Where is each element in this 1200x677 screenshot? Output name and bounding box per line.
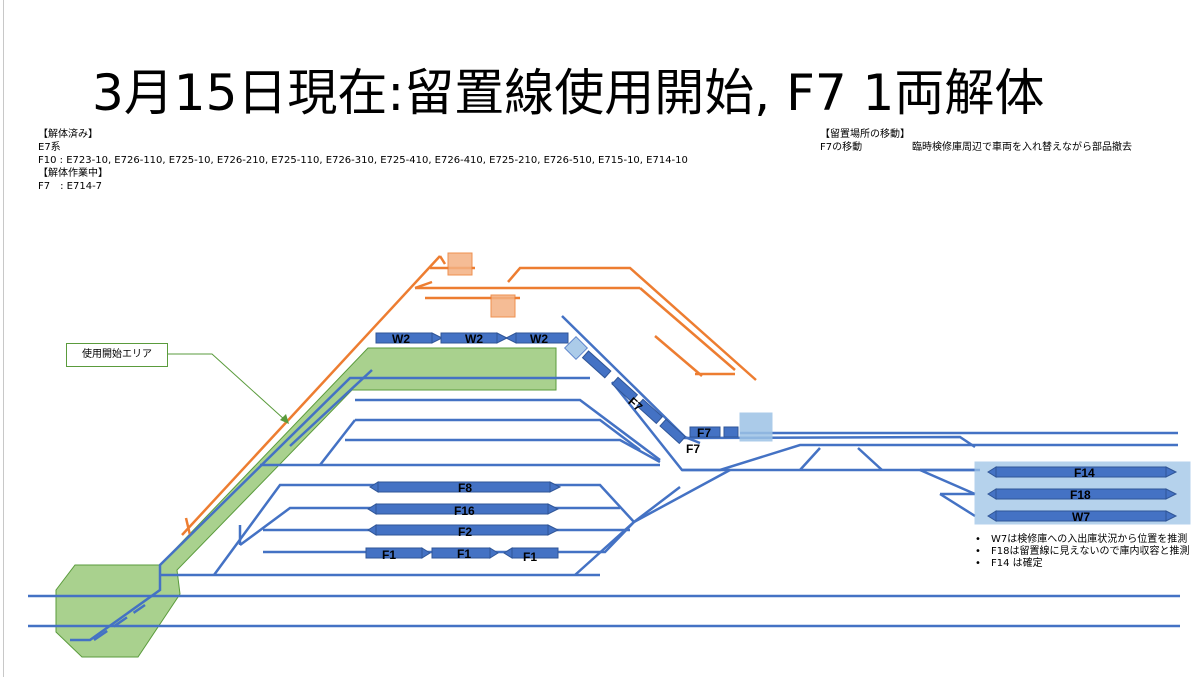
- label-f7-track: F7: [686, 442, 700, 456]
- train-f14: [987, 466, 1178, 478]
- label-f1c: F1: [523, 550, 537, 564]
- note-text: W7は検修庫への入出庫状況から位置を推測: [991, 534, 1188, 545]
- dismantled-f10: F10 : E723-10, E726-110, E725-10, E726-2…: [38, 155, 688, 166]
- label-w2c: W2: [530, 332, 548, 346]
- train-f8: [369, 481, 562, 493]
- train-w7: [987, 510, 1178, 522]
- blue-box-f7: [739, 412, 773, 442]
- callout-leader: [167, 353, 286, 421]
- dismantled-heading: 【解体済み】: [38, 129, 98, 140]
- train-f1: [365, 547, 559, 559]
- label-w2a: W2: [392, 332, 410, 346]
- callout-usage-area: 使用開始エリア: [66, 343, 168, 367]
- relocation-desc: 臨時検修庫周辺で車両を入れ替えながら部品撤去: [912, 142, 1132, 153]
- note-item: • F18は留置線に見えないので庫内収容と推測: [975, 546, 1189, 558]
- train-f7-short: [689, 426, 739, 438]
- label-f14: F14: [1074, 466, 1095, 480]
- note-text: F14 は確定: [991, 558, 1043, 569]
- blue-tracks: [28, 315, 1180, 642]
- note-bullet: •: [975, 534, 981, 545]
- label-f2: F2: [458, 525, 472, 539]
- relocation-info: 【留置場所の移動】 F7の移動 臨時検修庫周辺で車両を入れ替えながら部品撤去: [820, 128, 1132, 154]
- label-f7-short: F7: [697, 426, 711, 440]
- callout-arrowhead: [280, 414, 289, 424]
- note-text: F18は留置線に見えないので庫内収容と推測: [991, 546, 1190, 557]
- train-w2: [375, 332, 569, 344]
- train-f2: [367, 524, 560, 536]
- slide-edge: [3, 0, 4, 677]
- in-progress-heading: 【解体作業中】: [38, 168, 108, 179]
- page-title: 3月15日現在:留置線使用開始, F7 1両解体: [92, 64, 1045, 122]
- dismantled-info: 【解体済み】 E7系 F10 : E723-10, E726-110, E725…: [38, 128, 688, 193]
- dismantled-series: E7系: [38, 142, 61, 153]
- in-progress-f7: F7 : E714-7: [38, 181, 103, 192]
- label-f1b: F1: [457, 547, 471, 561]
- note-item: • W7は検修庫への入出庫状況から位置を推測: [975, 534, 1189, 546]
- note-bullet: •: [975, 558, 981, 569]
- label-f8: F8: [458, 481, 472, 495]
- relocation-label: F7の移動: [820, 142, 863, 153]
- label-w7: W7: [1072, 510, 1090, 524]
- label-f18: F18: [1070, 488, 1091, 502]
- orange-box-2: [490, 294, 516, 318]
- train-f16: [367, 503, 560, 515]
- label-f1a: F1: [382, 548, 396, 562]
- note-bullet: •: [975, 546, 981, 557]
- blue-box-small: [563, 335, 589, 361]
- label-f16: F16: [454, 504, 475, 518]
- relocation-heading: 【留置場所の移動】: [820, 129, 910, 140]
- label-w2b: W2: [465, 332, 483, 346]
- orange-box-1: [447, 252, 473, 276]
- note-item: • F14 は確定: [975, 558, 1189, 570]
- train-f7-diagonal: [581, 350, 687, 445]
- train-f18: [987, 488, 1178, 500]
- relocation-row: F7の移動 臨時検修庫周辺で車両を入れ替えながら部品撤去: [820, 141, 1132, 154]
- notes-list: • W7は検修庫への入出庫状況から位置を推測 • F18は留置線に見えないので庫内収…: [975, 534, 1189, 570]
